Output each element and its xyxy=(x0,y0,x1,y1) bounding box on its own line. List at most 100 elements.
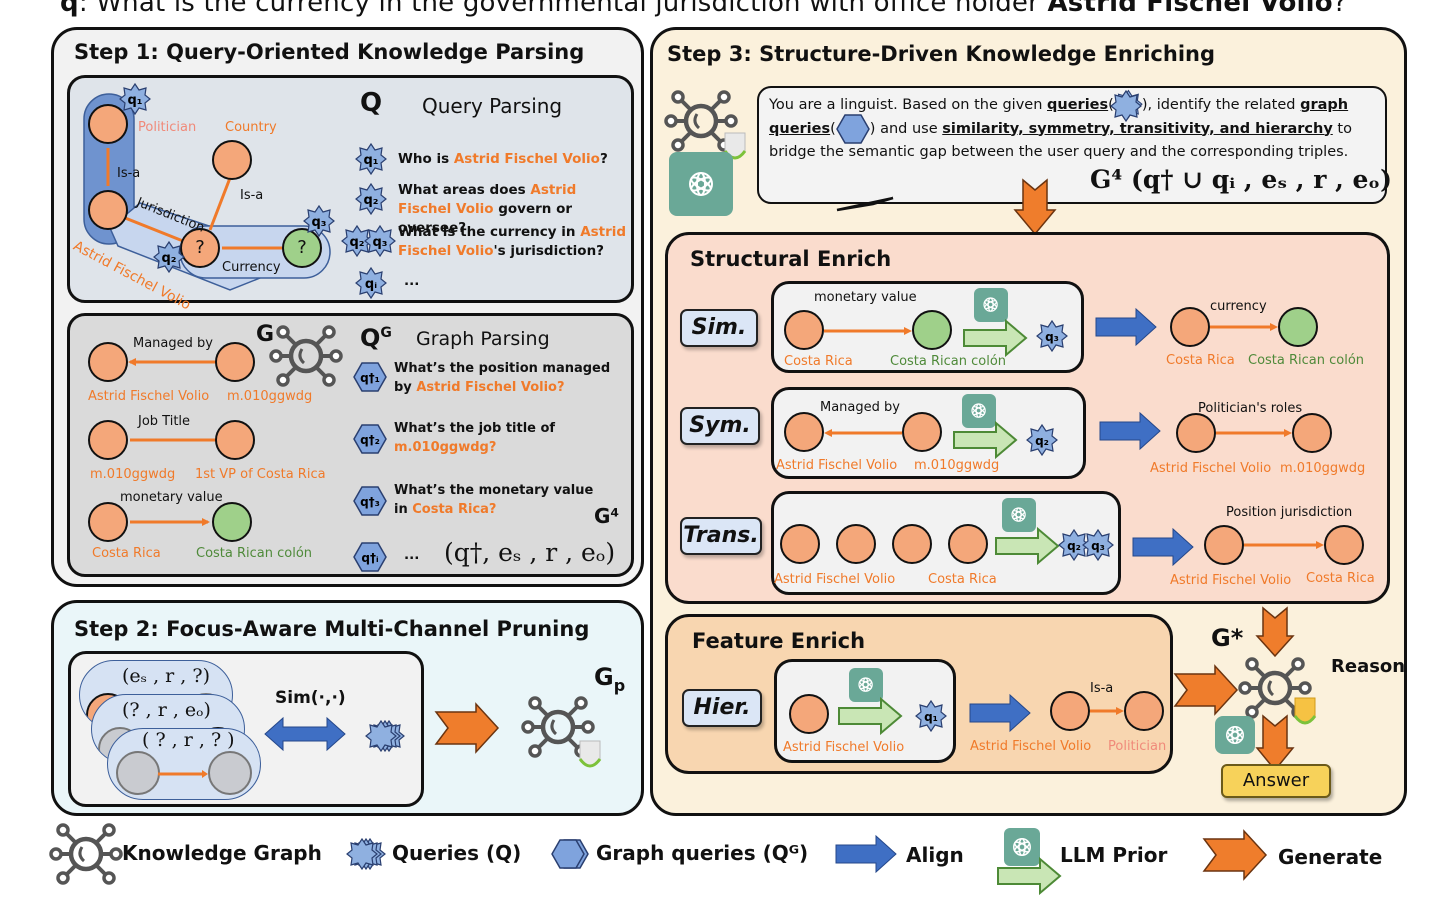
hier-out-edge xyxy=(1090,707,1124,715)
svg-text:q₁: q₁ xyxy=(128,93,143,108)
pruned-graph-label: Gp xyxy=(594,663,626,695)
label-country: Country xyxy=(225,120,277,135)
svg-text:q†ᵢ: q†ᵢ xyxy=(361,551,378,565)
q1-list-icon: q₁ xyxy=(355,143,387,175)
sym-out-head: Astrid Fischel Volio xyxy=(1150,461,1272,476)
svg-text:q₂: q₂ xyxy=(162,251,177,266)
label-politician: Politician xyxy=(138,120,197,135)
legend-align-icon xyxy=(835,835,897,873)
step2-title: Step 2: Focus-Aware Multi-Channel Prunin… xyxy=(74,617,590,641)
question-title: q: What is the currency in the governmen… xyxy=(60,0,1347,18)
edge-is-a-2 xyxy=(208,177,232,231)
sym-llm-icon xyxy=(962,394,996,428)
q3-badge-icon: q₃ xyxy=(303,205,335,237)
edge-jurisdiction xyxy=(124,216,189,245)
q1-badge-icon: q₁ xyxy=(119,83,151,115)
legend-llm-icon xyxy=(1004,828,1040,866)
legend-queries: Queries (Q) xyxy=(392,841,522,865)
pattern-2: (? , r , eₒ) xyxy=(122,699,211,721)
hier-align-arrow-icon xyxy=(969,694,1031,732)
sym-out-edge xyxy=(1216,429,1292,437)
query-parsing-heading: Query Parsing xyxy=(422,94,563,118)
sim-input-box: monetary value Costa Rica Costa Rican co… xyxy=(771,281,1084,373)
graph-query-symbol: QG xyxy=(360,324,392,352)
g4-tuple: (q†, eₛ , r , eₒ) xyxy=(444,538,616,567)
sim-in-head-node xyxy=(784,310,824,350)
hier-in-node xyxy=(789,694,829,734)
trans-out-tail-node xyxy=(1324,525,1364,565)
qdaggeri-icon: q†ᵢ xyxy=(353,542,387,572)
legend-generate: Generate xyxy=(1278,845,1383,869)
label-currency: Currency xyxy=(222,260,281,275)
hier-out-tail-node xyxy=(1124,691,1164,731)
trans-out-head: Astrid Fischel Volio xyxy=(1170,573,1292,588)
graph-parsing-heading: Graph Parsing xyxy=(416,328,550,350)
legend-generate-icon xyxy=(1203,830,1267,880)
question-text: : What is the currency in the government… xyxy=(78,0,1048,18)
prompt-formula: G⁴ (q† ∪ qᵢ , eₛ , r , eₒ) xyxy=(1090,165,1392,194)
graph-parsing-panel: Managed by Astrid Fischel Volio m.010ggw… xyxy=(67,313,634,577)
sim-in-edge xyxy=(824,327,912,335)
svg-text:qᵢ: qᵢ xyxy=(365,277,377,292)
sym-in-head: Astrid Fischel Volio xyxy=(776,458,898,473)
hier-out-head: Astrid Fischel Volio xyxy=(970,739,1092,754)
sim-out-tail: Costa Rican colón xyxy=(1248,353,1365,368)
sim-llm-arrow-icon xyxy=(963,320,1027,356)
sim-out-edge xyxy=(1210,323,1278,331)
svg-text:q₃: q₃ xyxy=(373,235,388,250)
svg-text:q₃: q₃ xyxy=(1091,539,1105,553)
sym-out-tail: m.010ggwdg xyxy=(1280,461,1366,476)
node-astrid-gp xyxy=(88,342,128,382)
question-prefix: q xyxy=(60,0,79,18)
knowledge-graph-icon xyxy=(270,322,340,392)
sym-out-tail-node xyxy=(1292,413,1332,453)
pattern-1: (eₛ , r , ?) xyxy=(122,665,210,687)
node-m010ggwdg-gp2 xyxy=(88,420,128,460)
node-colon-gp xyxy=(212,502,252,542)
node-astrid xyxy=(88,190,128,230)
head-monetary-value: Costa Rica xyxy=(92,546,161,561)
sim-q3-icon: q₃ xyxy=(1036,320,1068,352)
sim-out-head: Costa Rica xyxy=(1166,353,1235,368)
sym-out-head-node xyxy=(1176,413,1216,453)
reason-label: Reason xyxy=(1331,656,1406,677)
node-unknown-d xyxy=(208,751,252,795)
trans-node-1 xyxy=(780,524,820,564)
trans-in-head: Astrid Fischel Volio xyxy=(774,572,896,587)
pattern-edge xyxy=(158,770,208,778)
sim-out-head-node xyxy=(1170,307,1210,347)
node-unknown-c xyxy=(116,751,160,795)
node-1st-vp-gp xyxy=(215,420,255,460)
sim-in-tail-node xyxy=(912,310,952,350)
trans-align-arrow-icon xyxy=(1132,528,1194,566)
sym-in-tail-node xyxy=(902,412,942,452)
llm-icon-step3 xyxy=(669,152,733,216)
node-costa-rica-gp xyxy=(88,502,128,542)
query-1: Who is Astrid Fischel Volio? xyxy=(398,151,608,167)
trans-node-3 xyxy=(892,524,932,564)
step1-panel: Step 1: Query-Oriented Knowledge Parsing… xyxy=(51,27,644,587)
generate-arrow-icon xyxy=(435,703,499,753)
tail-job-title: 1st VP of Costa Rica xyxy=(195,467,326,482)
bubble-tail xyxy=(836,196,894,212)
svg-text:q†₃: q†₃ xyxy=(360,495,380,509)
sym-out-relation: Politician's roles xyxy=(1198,401,1303,416)
qi-list-icon: qᵢ xyxy=(355,267,387,299)
structural-enrich-title: Structural Enrich xyxy=(690,247,892,271)
legend-knowledge-graph: Knowledge Graph xyxy=(122,841,322,865)
trans-llm-arrow-icon xyxy=(995,528,1059,564)
trans-out-edge xyxy=(1244,541,1324,549)
legend-llm-prior: LLM Prior xyxy=(1060,843,1168,867)
graph-symbol: G xyxy=(256,322,275,347)
qdagger1-icon: q†₁ xyxy=(353,362,387,392)
g4-label: G⁴ xyxy=(594,504,620,528)
structural-enrich-panel: Structural Enrich Sim. monetary value Co… xyxy=(665,232,1390,604)
relation-job-title: Job Title xyxy=(138,414,191,429)
node-unknown-jurisdiction: ? xyxy=(180,228,220,268)
sym-llm-arrow-icon xyxy=(953,422,1017,458)
trans-node-4 xyxy=(948,524,988,564)
node-country xyxy=(212,140,252,180)
hier-out-tail: Politician xyxy=(1108,739,1167,754)
